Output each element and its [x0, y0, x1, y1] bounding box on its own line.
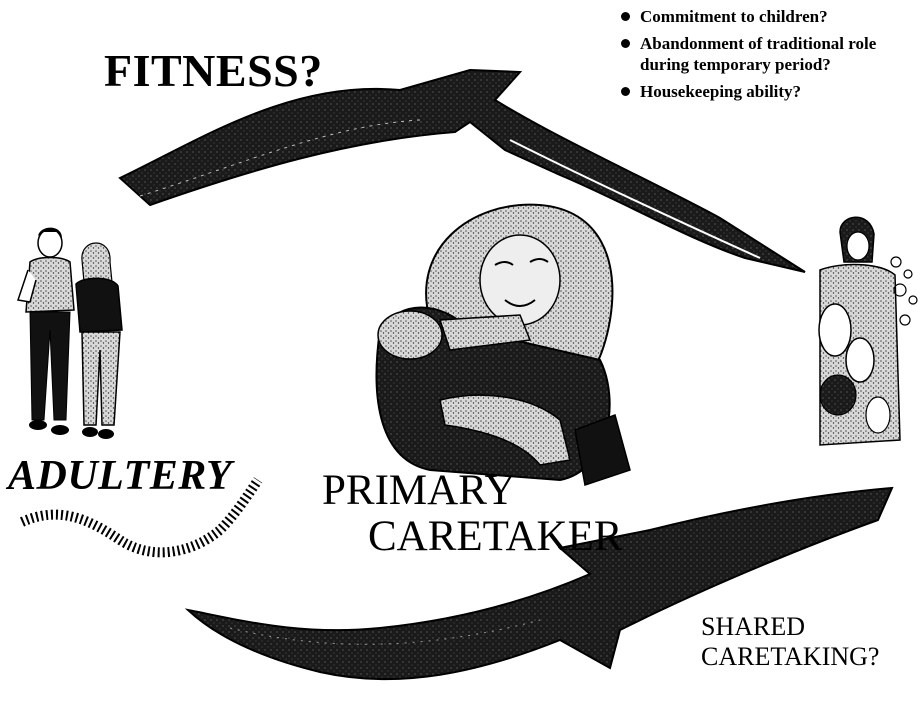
list-item: Abandonment of traditional role during t… — [615, 33, 920, 75]
housekeeping-illustration — [819, 217, 917, 445]
primary-line-2: CARETAKER — [322, 514, 623, 560]
bullet-icon — [621, 87, 630, 96]
list-item: Housekeeping ability? — [615, 81, 920, 102]
bullet-icon — [621, 12, 630, 21]
primary-caretaker-label: PRIMARY CARETAKER — [322, 468, 623, 560]
shared-line-2: CARETAKING? — [701, 642, 879, 672]
couple-illustration — [18, 228, 122, 439]
bullet-icon — [621, 39, 630, 48]
adultery-label: ADULTERY — [8, 452, 232, 500]
list-item-text: Housekeeping ability? — [640, 82, 801, 101]
fitness-question-list: Commitment to children? Abandonment of t… — [615, 6, 920, 108]
fitness-label: FITNESS? — [104, 44, 323, 97]
mother-child-illustration — [377, 205, 630, 485]
primary-line-1: PRIMARY — [322, 468, 623, 514]
shared-caretaking-label: SHARED CARETAKING? — [701, 612, 879, 672]
list-item-text: Abandonment of traditional role during t… — [640, 34, 876, 74]
list-item: Commitment to children? — [615, 6, 920, 27]
shared-line-1: SHARED — [701, 612, 879, 642]
list-item-text: Commitment to children? — [640, 7, 828, 26]
